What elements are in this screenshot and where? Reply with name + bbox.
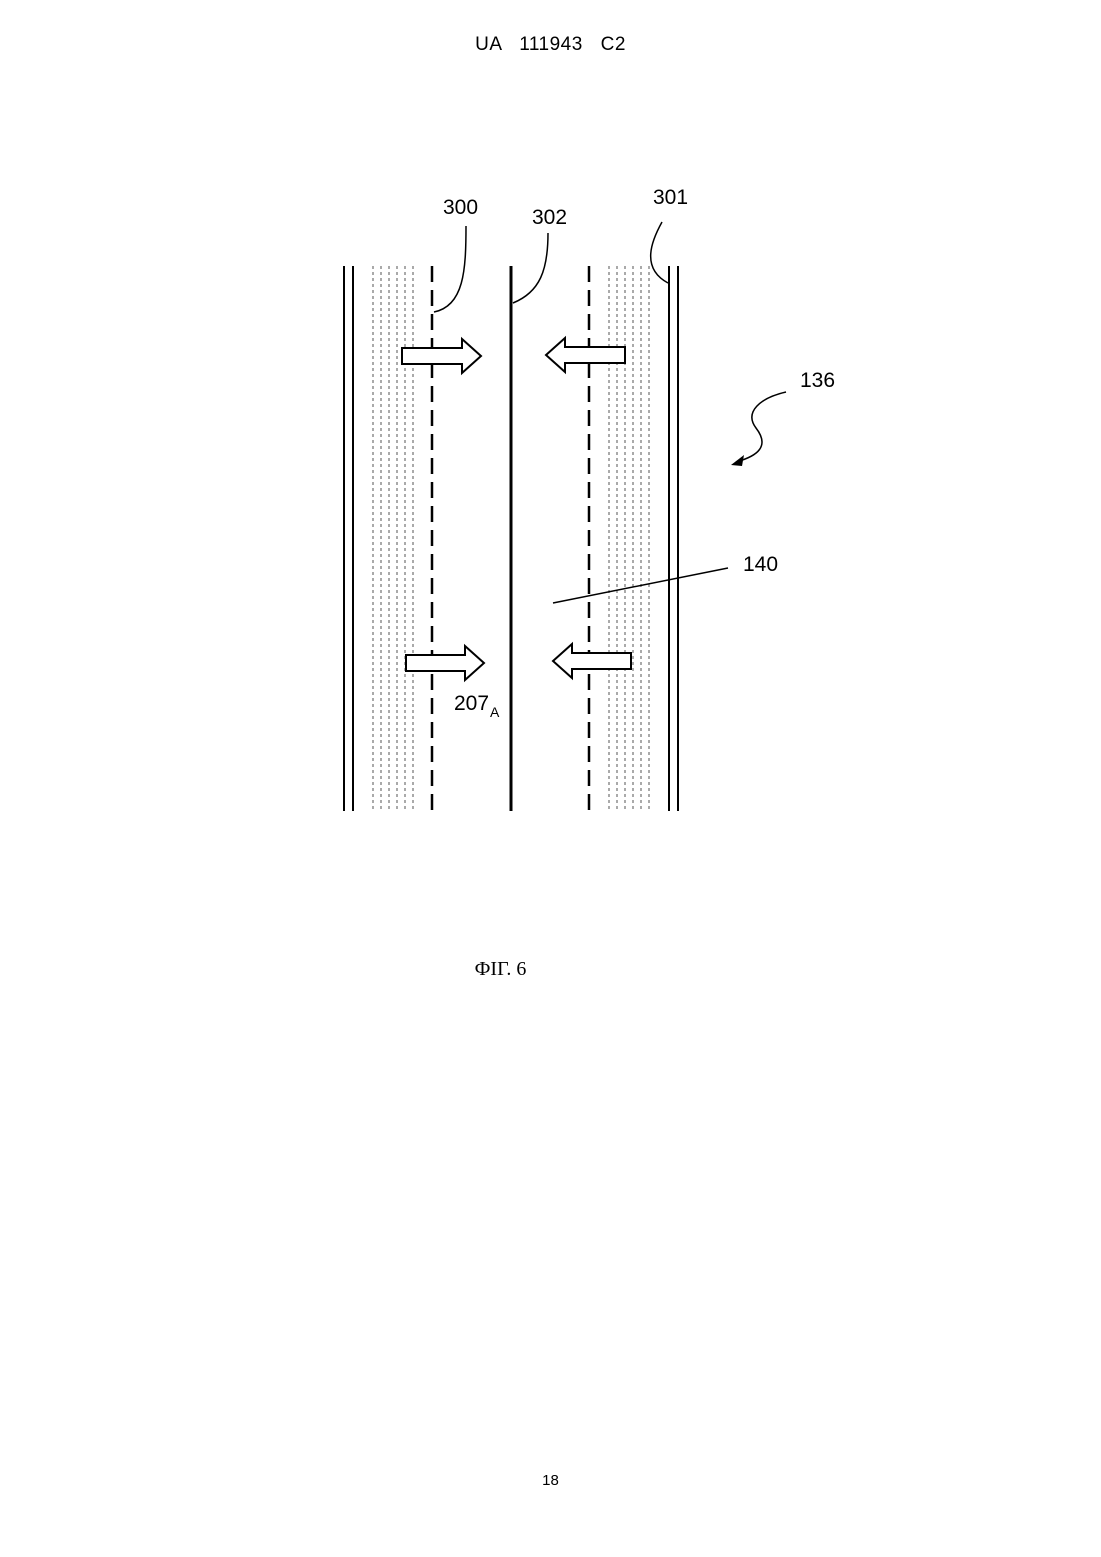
arrow-left-icon	[546, 338, 625, 372]
arrowhead-136-icon	[731, 455, 744, 466]
leader-lines	[434, 222, 786, 603]
label-207-main: 207	[454, 692, 489, 715]
label-136: 136	[800, 369, 835, 392]
flow-arrows	[402, 338, 631, 680]
leader-301	[651, 222, 668, 283]
leader-136	[736, 392, 786, 462]
label-140: 140	[743, 553, 778, 576]
leader-302	[513, 233, 548, 303]
arrow-right-icon	[402, 339, 481, 373]
label-207-subscript: A	[490, 704, 500, 720]
leader-300	[434, 226, 466, 312]
left-outer-wall	[344, 266, 353, 811]
page-number: 18	[0, 1472, 1101, 1489]
arrow-right-icon	[406, 646, 484, 680]
arrow-left-icon	[553, 644, 631, 678]
label-207: 207A	[454, 692, 500, 720]
label-300: 300	[443, 196, 478, 219]
label-302: 302	[532, 206, 567, 229]
label-301: 301	[653, 186, 688, 209]
figure-caption-text: ФІГ. 6	[475, 958, 527, 980]
figure-caption: ФІГ. 6	[0, 958, 1101, 981]
right-outer-wall-301	[669, 266, 678, 811]
